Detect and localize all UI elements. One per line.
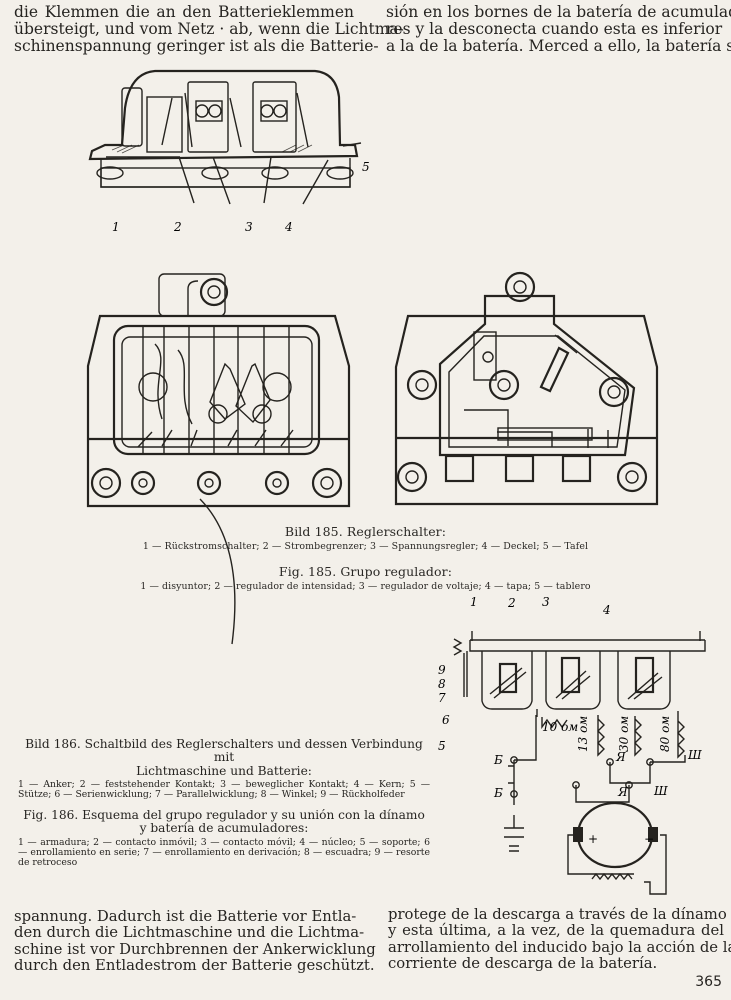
text-line: schine ist vor Durchbrennen der Ankerwic… — [14, 940, 376, 958]
figure-label: 4 — [284, 220, 293, 234]
text-line: res y la desconecta cuando esta es infer… — [386, 20, 723, 39]
figure-label: 2 — [173, 220, 182, 234]
figure-label: 8 — [438, 677, 446, 691]
figure-185-caption-de: Bild 185. Reglerschalter: 1 — Rückstroms… — [0, 524, 731, 552]
text-line: schinenspannung geringer ist als die Bat… — [14, 37, 379, 56]
caption-legend: 1 — disyuntor; 2 — regulador de intensid… — [140, 581, 591, 592]
figure-label: Ш — [687, 748, 702, 762]
caption-legend: 1 — Anker; 2 — feststehender Kontakt; 3 … — [18, 779, 430, 801]
figure-label: + — [588, 832, 598, 846]
figure-185-caption-es: Fig. 185. Grupo regulador: 1 — disyuntor… — [0, 564, 731, 592]
figure-label: 80 ом — [658, 716, 672, 752]
text-line: spannung. Dadurch ist die Batterie vor E… — [14, 908, 357, 925]
figure-label: − — [644, 832, 654, 846]
caption-title: Bild 185. Reglerschalter: — [284, 524, 447, 539]
page-number: 365 — [695, 974, 722, 990]
figure-label: 7 — [438, 691, 446, 705]
figure-label: 4 — [602, 603, 611, 617]
figure-label: 6 — [442, 713, 450, 727]
figure-label: 10 ом — [542, 720, 578, 734]
figure-label: 30 ом — [617, 716, 631, 752]
figure-label: 1 — [470, 595, 478, 609]
text-line: übersteigt, und vom Netz · ab, wenn die … — [14, 20, 404, 39]
caption-legend: 1 — Rückstromschalter; 2 — Strombegrenze… — [142, 541, 589, 552]
text-line: corriente de descarga de la batería. — [388, 954, 658, 972]
figure-label: Ш — [653, 784, 668, 798]
figure-185-right-view — [388, 266, 668, 510]
figure-185-top-view: 1 2 3 4 5 — [70, 63, 370, 234]
text-line: protege de la descarga a través de la dí… — [388, 906, 727, 923]
figure-label: 3 — [542, 595, 550, 609]
text-line: a la de la batería. Merced a ello, la ba… — [386, 37, 731, 56]
caption-title: Fig. 185. Grupo regulador: — [278, 564, 453, 579]
caption-title: Fig. 186. Esquema del grupo regulador y … — [23, 807, 425, 836]
figure-label: 3 — [245, 220, 253, 234]
figure-label: Я — [615, 750, 626, 764]
spanish-text-bottom: protege de la descarga a través de la dí… — [388, 906, 731, 972]
figure-186-caption-block: Bild 186. Schaltbild des Reglerschalters… — [18, 737, 430, 868]
figure-label: 2 — [507, 596, 516, 610]
figure-label: Б — [493, 753, 503, 767]
text-line: arrollamiento del inducido bajo la acció… — [388, 938, 731, 956]
figure-186-circuit: 1 2 3 4 9 8 7 6 5 10 ом 13 ом 30 ом 80 о… — [430, 595, 720, 900]
spanish-text-top: sión en los bornes de la batería de acum… — [386, 3, 731, 56]
figure-label: 13 ом — [576, 716, 590, 752]
text-line: sión en los bornes de la batería de acum… — [386, 3, 731, 21]
text-line: den durch die Lichtmaschine und die Lich… — [14, 924, 365, 942]
german-text-bottom: spannung. Dadurch ist die Batterie vor E… — [14, 908, 376, 974]
text-line: die Klemmen die an den Batterieklemmen — [14, 3, 354, 21]
figure-label: 5 — [438, 739, 446, 753]
figure-label: 9 — [438, 663, 446, 677]
text-line: durch den Entladestrom der Batterie gesc… — [14, 956, 375, 974]
caption-title: Bild 186. Schaltbild des Reglerschalters… — [25, 737, 423, 778]
figure-185-left-view — [80, 273, 355, 645]
figure-label: 5 — [362, 160, 370, 174]
german-text-top: die Klemmen die an den Batterieklemmen ü… — [14, 3, 404, 56]
text-line: y esta última, a la vez, de la quemadura… — [388, 922, 724, 940]
figure-label: Я — [617, 785, 628, 799]
caption-legend: 1 — armadura; 2 — contacto inmóvil; 3 — … — [18, 836, 430, 868]
figure-label: 1 — [112, 220, 120, 234]
figure-label: Б — [493, 786, 503, 800]
